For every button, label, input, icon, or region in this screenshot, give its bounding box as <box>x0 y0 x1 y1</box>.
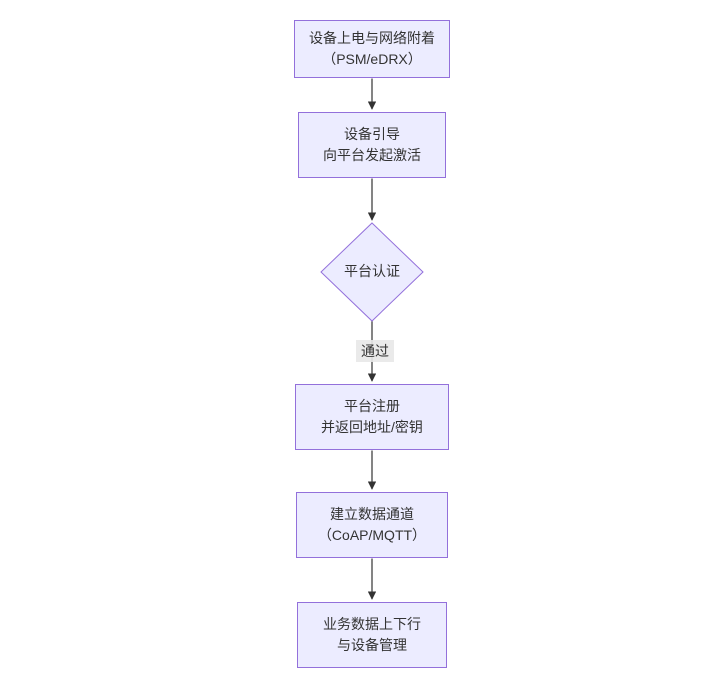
node-line: 业务数据上下行 <box>323 616 421 632</box>
node-business-data: 业务数据上下行 与设备管理 <box>297 602 447 668</box>
node-data-channel: 建立数据通道 （CoAP/MQTT） <box>296 492 448 558</box>
node-line: 向平台发起激活 <box>323 147 421 163</box>
node-line: （CoAP/MQTT） <box>317 527 427 543</box>
node-line: （PSM/eDRX） <box>322 51 422 67</box>
node-line: 设备引导 <box>344 126 400 142</box>
node-device-powerup: 设备上电与网络附着 （PSM/eDRX） <box>294 20 450 78</box>
node-line: 建立数据通道 <box>330 506 414 522</box>
decision-diamond-shape <box>320 222 424 322</box>
node-line: 平台注册 <box>344 398 400 414</box>
node-line: 与设备管理 <box>337 637 407 653</box>
node-platform-register: 平台注册 并返回地址/密钥 <box>295 384 449 450</box>
node-line: 平台认证 <box>344 263 400 279</box>
edge-label-text: 通过 <box>361 343 389 359</box>
edge-label-pass: 通过 <box>356 340 394 362</box>
node-platform-auth-label: 平台认证 <box>322 261 422 282</box>
node-line: 设备上电与网络附着 <box>309 30 435 46</box>
node-device-bootstrap: 设备引导 向平台发起激活 <box>298 112 446 178</box>
node-line: 并返回地址/密钥 <box>321 419 423 435</box>
